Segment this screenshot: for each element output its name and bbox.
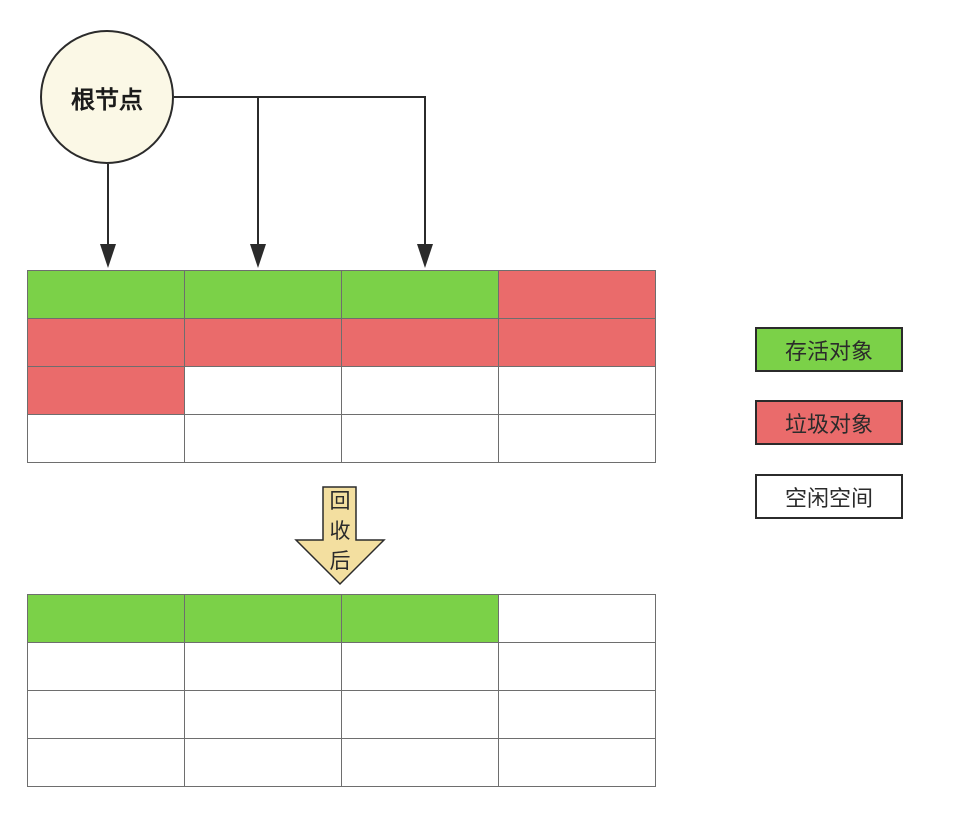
before-cell-live [341, 270, 499, 319]
reclaim-arrow-label: 回 收 后 [325, 486, 355, 576]
legend-garbage-label: 垃圾对象 [784, 412, 873, 438]
before-cell-live [184, 270, 342, 319]
before-cell-free [498, 414, 656, 463]
after-cell-live [27, 594, 185, 643]
after-cell-free [184, 642, 342, 691]
before-cell-free [27, 414, 185, 463]
after-cell-free [184, 738, 342, 787]
after-cell-free [27, 642, 185, 691]
legend-garbage-object: 垃圾对象 [755, 400, 903, 445]
reclaim-char-2: 收 [329, 519, 351, 543]
after-cell-free [498, 642, 656, 691]
before-cell-free [498, 366, 656, 415]
legend-live-label: 存活对象 [784, 339, 873, 365]
before-cell-free [341, 366, 499, 415]
after-cell-free [27, 690, 185, 739]
reference-arrowhead-2 [250, 244, 266, 268]
memory-grid-before [27, 270, 656, 463]
before-cell-free [184, 366, 342, 415]
reclaim-char-3: 后 [329, 549, 351, 573]
reference-arrow-2 [174, 96, 259, 262]
after-cell-free [498, 594, 656, 643]
after-cell-free [498, 738, 656, 787]
after-cell-free [184, 690, 342, 739]
after-cell-free [498, 690, 656, 739]
before-cell-garbage [498, 270, 656, 319]
reclaim-arrow-shape [294, 486, 386, 586]
before-cell-garbage [27, 366, 185, 415]
before-cell-garbage [184, 318, 342, 367]
before-cell-free [184, 414, 342, 463]
after-cell-live [184, 594, 342, 643]
before-cell-garbage [498, 318, 656, 367]
before-cell-live [27, 270, 185, 319]
reclaim-char-1: 回 [329, 489, 351, 513]
after-cell-live [341, 594, 499, 643]
after-cell-free [27, 738, 185, 787]
reference-arrowhead-3 [417, 244, 433, 268]
memory-grid-after [27, 594, 656, 787]
before-cell-garbage [341, 318, 499, 367]
after-cell-free [341, 642, 499, 691]
root-node: 根节点 [40, 30, 174, 164]
before-cell-free [341, 414, 499, 463]
reference-arrow-3 [258, 96, 426, 262]
before-cell-garbage [27, 318, 185, 367]
after-cell-free [341, 690, 499, 739]
legend-free-space: 空闲空间 [755, 474, 903, 519]
legend-live-object: 存活对象 [755, 327, 903, 372]
after-cell-free [341, 738, 499, 787]
root-node-label: 根节点 [71, 85, 143, 114]
legend-free-label: 空闲空间 [784, 486, 873, 512]
reference-arrowhead-1 [100, 244, 116, 268]
